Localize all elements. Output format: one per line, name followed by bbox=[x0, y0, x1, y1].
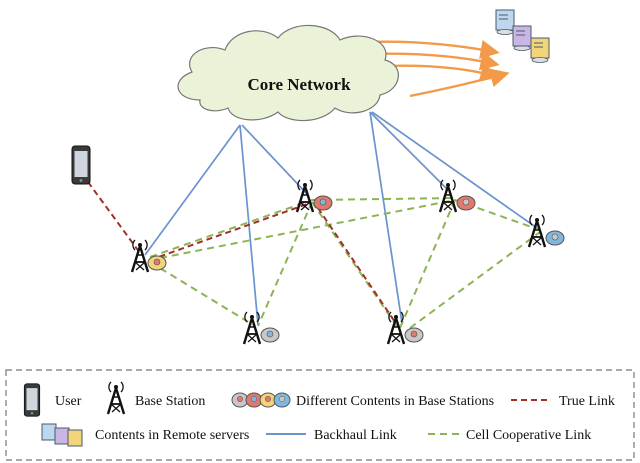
cooperative-link bbox=[149, 261, 256, 327]
legend-user-icon bbox=[23, 383, 41, 417]
backhaul-link bbox=[241, 124, 309, 196]
base-station-2 bbox=[295, 178, 333, 214]
legend-base-station-label: Base Station bbox=[135, 394, 205, 409]
cooperative-link bbox=[311, 201, 399, 329]
legend-remote-servers-label: Contents in Remote servers bbox=[95, 428, 249, 443]
backhaul-link bbox=[369, 111, 449, 191]
base-station-icon bbox=[527, 213, 547, 249]
base-station-5 bbox=[242, 310, 280, 346]
true-links bbox=[87, 181, 396, 323]
cooperative-links bbox=[149, 197, 541, 329]
base-station-6 bbox=[386, 310, 424, 346]
backhaul-links bbox=[144, 111, 538, 326]
backhaul-link bbox=[144, 124, 241, 256]
legend-user-label: User bbox=[55, 394, 82, 409]
base-station-4 bbox=[527, 213, 565, 249]
legend-remote-servers-icon bbox=[41, 423, 83, 447]
legend-backhaul-label: Backhaul Link bbox=[314, 428, 397, 443]
cache-icon bbox=[545, 230, 565, 246]
cache-icon bbox=[147, 255, 167, 271]
arrow-4 bbox=[409, 68, 510, 98]
cooperative-link bbox=[399, 199, 456, 329]
remote-servers-icon bbox=[495, 9, 550, 63]
legend-cooperative-label: Cell Cooperative Link bbox=[466, 428, 591, 443]
backhaul-link bbox=[371, 111, 538, 229]
legend-contents-label: Different Contents in Base Stations bbox=[296, 394, 494, 409]
legend: User Base Station Different Contents in … bbox=[5, 369, 635, 461]
cache-icon bbox=[456, 195, 476, 211]
cache-icon bbox=[260, 327, 280, 343]
cooperative-link bbox=[409, 231, 541, 329]
user-phone-icon bbox=[71, 145, 91, 185]
cache-icon bbox=[313, 195, 333, 211]
arrow-3 bbox=[384, 63, 500, 82]
core-network-cloud: Core Network bbox=[177, 24, 399, 122]
base-station-icon bbox=[130, 238, 150, 274]
cache-icon bbox=[404, 327, 424, 343]
backhaul-link bbox=[369, 111, 403, 324]
legend-box bbox=[5, 369, 635, 461]
base-station-1 bbox=[130, 238, 167, 274]
base-station-3 bbox=[438, 178, 476, 214]
cooperative-link bbox=[159, 199, 456, 259]
legend-true-link-label: True Link bbox=[559, 394, 615, 409]
true-link bbox=[87, 181, 141, 254]
true-link bbox=[317, 207, 396, 323]
cooperative-link bbox=[149, 199, 313, 258]
legend-contents-icon bbox=[231, 392, 291, 408]
true-link bbox=[149, 202, 311, 261]
cloud-label: Core Network bbox=[247, 75, 351, 94]
arrow-1 bbox=[369, 39, 500, 59]
cooperative-link bbox=[257, 201, 313, 327]
